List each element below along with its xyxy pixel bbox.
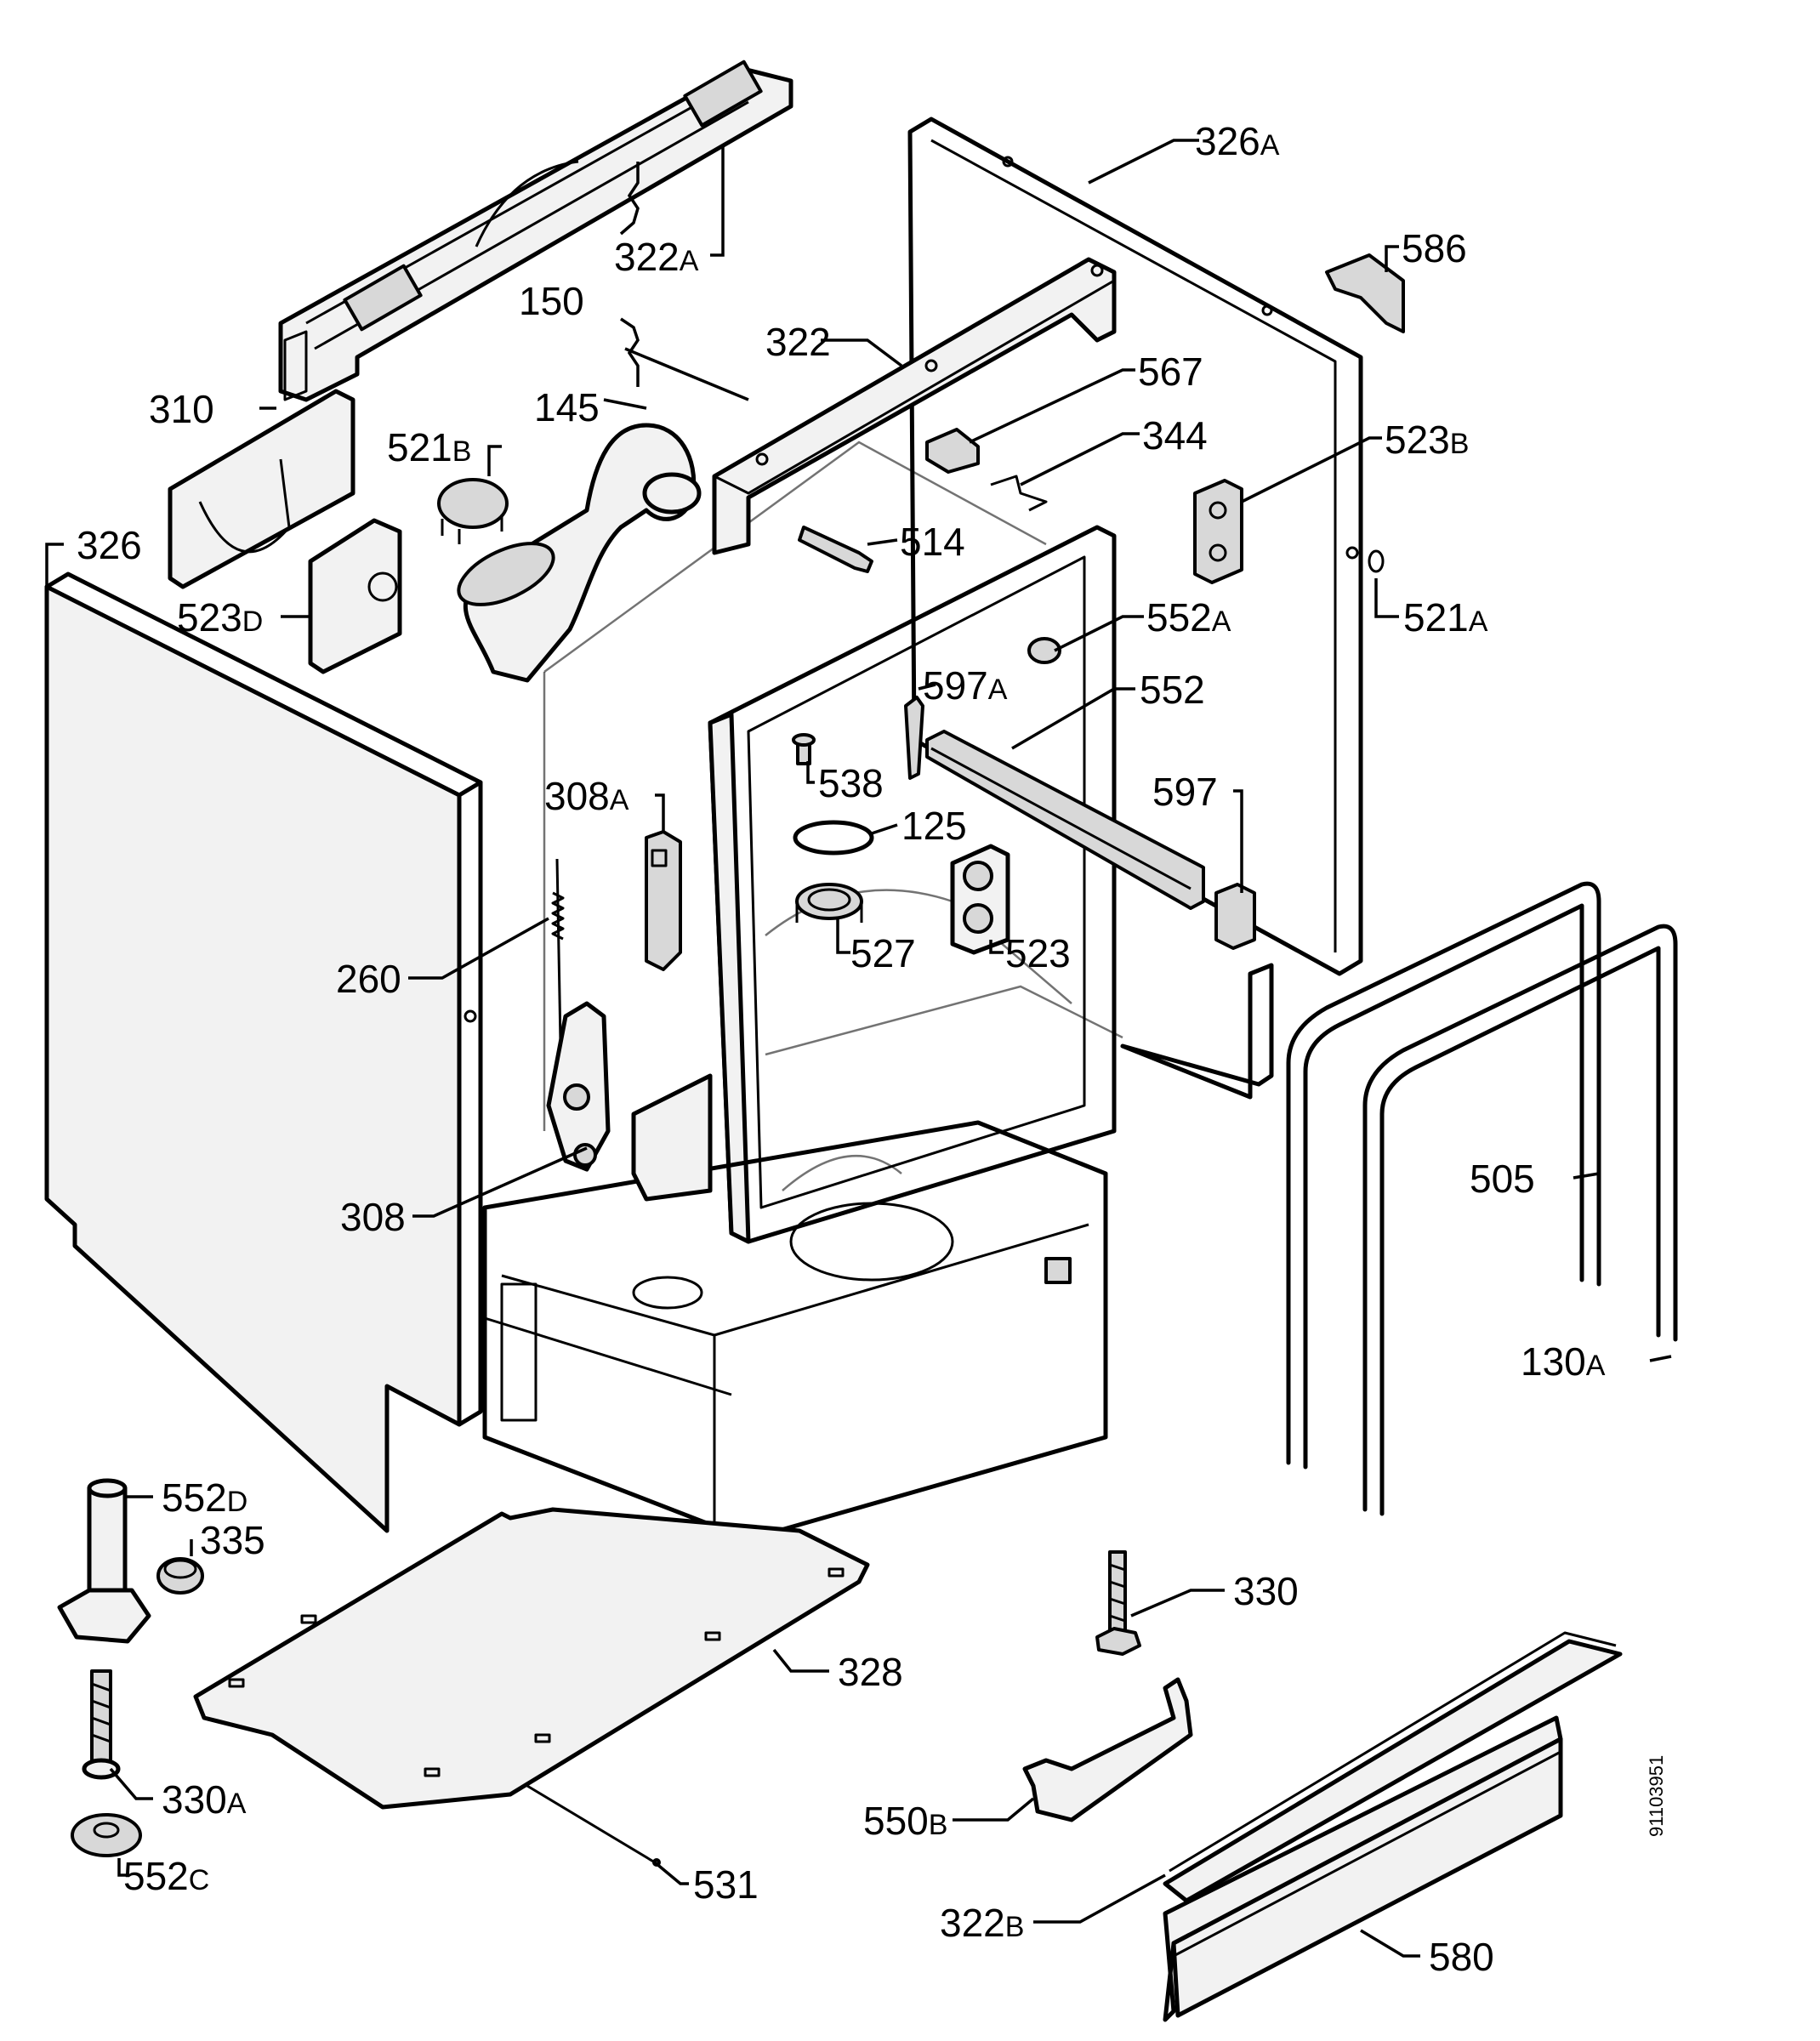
part-grommet-523: [950, 844, 1010, 955]
label-322A: 322A: [614, 235, 699, 279]
part-oring-125: [793, 820, 874, 856]
label-130A: 130A: [1521, 1339, 1606, 1384]
label-550B: 550B: [863, 1799, 947, 1843]
label-260: 260: [336, 957, 401, 1001]
label-150: 150: [519, 279, 584, 323]
label-330: 330: [1233, 1569, 1299, 1613]
tub-outline: [543, 441, 1123, 1131]
label-567: 567: [1138, 350, 1203, 394]
label-527: 527: [850, 931, 916, 975]
part-side-panel-left: [44, 571, 483, 1533]
part-tub-front-frame: [708, 525, 1117, 1244]
part-rail-322b: [1163, 1631, 1623, 1903]
label-597A: 597A: [923, 663, 1008, 708]
part-top-rail: [278, 60, 793, 402]
part-clip-597: [1214, 883, 1256, 950]
label-586: 586: [1402, 226, 1467, 270]
label-505: 505: [1470, 1157, 1535, 1201]
document-number: 91103951: [1646, 1755, 1667, 1837]
callout-labels: 326A 586 322A 150 322 567 344 523B 310 1…: [77, 119, 1606, 1979]
part-hinge-308: [546, 1001, 713, 1202]
label-538: 538: [818, 761, 884, 805]
part-kickplate-580: [1163, 1715, 1563, 2022]
part-cover-310: [168, 389, 355, 589]
part-panel-523d: [308, 518, 402, 674]
part-base-plate-328: [193, 1507, 870, 1810]
part-latch-308a: [645, 830, 682, 971]
label-344: 344: [1142, 413, 1208, 458]
part-ring-521a: [1368, 549, 1385, 573]
part-clip-567: [925, 428, 980, 474]
label-523D: 523D: [177, 595, 263, 640]
label-552D: 552D: [162, 1475, 247, 1520]
label-330A: 330A: [162, 1777, 247, 1822]
label-322B: 322B: [940, 1901, 1024, 1945]
label-326A: 326A: [1195, 119, 1280, 163]
label-326: 326: [77, 523, 142, 567]
label-597: 597: [1152, 770, 1218, 814]
part-base-frame: [482, 1120, 1108, 1542]
part-bolt-597a: [904, 696, 924, 780]
label-125: 125: [901, 804, 967, 848]
part-strip-552: [925, 730, 1205, 910]
label-328: 328: [838, 1650, 903, 1694]
label-523: 523: [1005, 931, 1071, 975]
label-308A: 308A: [544, 774, 629, 818]
label-310: 310: [149, 387, 214, 431]
label-521A: 521A: [1403, 595, 1488, 640]
part-knob-552a: [1027, 637, 1061, 664]
part-gear-335: [156, 1557, 204, 1595]
part-bolt-330a: [82, 1669, 121, 1780]
label-523B: 523B: [1385, 418, 1469, 462]
label-552C: 552C: [123, 1854, 209, 1898]
part-screw-538: [792, 733, 816, 765]
part-bracket-strip: [1120, 963, 1274, 1100]
label-552: 552: [1140, 668, 1205, 712]
part-washer-552c: [71, 1813, 142, 1857]
part-foot-330: [1095, 1550, 1141, 1656]
leader-lines: [45, 139, 1672, 1958]
part-seal-130a: [1362, 924, 1678, 1516]
part-bracket-586: [1325, 253, 1405, 333]
part-cross-rail: [712, 257, 1117, 555]
part-cap-521b: [437, 478, 509, 544]
part-seal-505: [1286, 881, 1601, 1470]
label-552A: 552A: [1146, 595, 1231, 640]
part-grommet-523b: [1193, 479, 1243, 584]
label-145: 145: [534, 385, 600, 429]
part-pin-514: [798, 526, 873, 573]
part-nut-527: [795, 883, 863, 923]
label-308: 308: [340, 1195, 406, 1239]
label-580: 580: [1429, 1935, 1494, 1979]
part-spring-344: [990, 475, 1048, 512]
part-foot-552d: [57, 1478, 151, 1644]
label-335: 335: [200, 1518, 265, 1562]
label-514: 514: [900, 520, 965, 564]
label-322: 322: [765, 320, 831, 364]
label-531: 531: [693, 1862, 759, 1907]
part-bracket-550b: [1022, 1677, 1193, 1822]
part-wire-531: [526, 1784, 661, 1867]
part-hose: [457, 423, 702, 683]
label-521B: 521B: [387, 425, 471, 469]
